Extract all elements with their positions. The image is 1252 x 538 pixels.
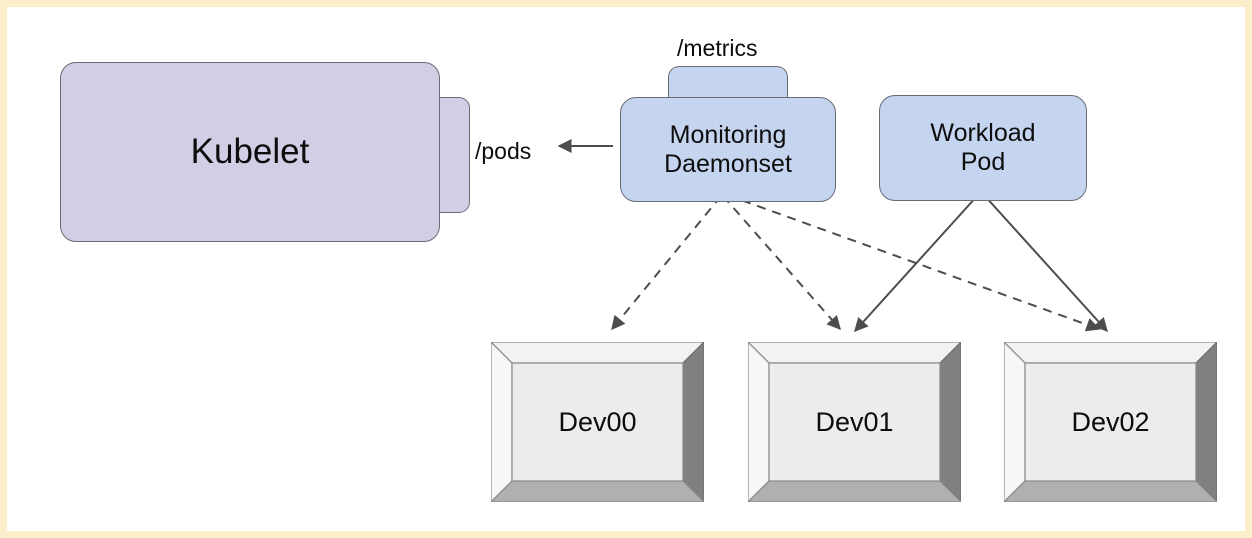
node-monitoring-daemonset-label-line2: Daemonset <box>664 149 792 178</box>
device-dev00-label: Dev00 <box>558 406 637 437</box>
device-bevel-frame <box>1004 342 1217 502</box>
device-dev02[interactable]: Dev02 <box>1004 342 1217 502</box>
node-monitoring-daemonset-label: Monitoring Daemonset <box>664 121 792 179</box>
edge-monitoring-to-dev02 <box>726 194 1101 332</box>
node-kubelet[interactable]: Kubelet <box>60 62 440 242</box>
device-dev00[interactable]: Dev00 <box>491 342 704 502</box>
edge-workload-to-dev02 <box>983 194 1108 333</box>
device-bevel-frame <box>491 342 704 502</box>
node-workload-pod[interactable]: Workload Pod <box>879 95 1087 201</box>
node-monitoring-daemonset[interactable]: Monitoring Daemonset <box>620 97 836 202</box>
node-workload-pod-label-line1: Workload <box>930 119 1036 147</box>
device-dev01[interactable]: Dev01 <box>748 342 961 502</box>
device-dev02-label: Dev02 <box>1071 406 1150 437</box>
node-monitoring-daemonset-label-line1: Monitoring <box>669 120 787 149</box>
edge-workload-to-dev01 <box>854 194 979 333</box>
node-workload-pod-label: Workload Pod <box>930 119 1035 177</box>
device-dev01-label: Dev01 <box>815 406 894 437</box>
metrics-port-label: /metrics <box>677 35 758 61</box>
pods-port-label: /pods <box>475 138 532 164</box>
node-workload-pod-label-line2: Pod <box>960 148 1006 176</box>
edge-monitoring-to-dev00 <box>611 195 722 331</box>
device-bevel-frame <box>748 342 961 502</box>
node-kubelet-label: Kubelet <box>190 131 310 171</box>
edge-monitoring-to-dev01 <box>722 195 841 331</box>
